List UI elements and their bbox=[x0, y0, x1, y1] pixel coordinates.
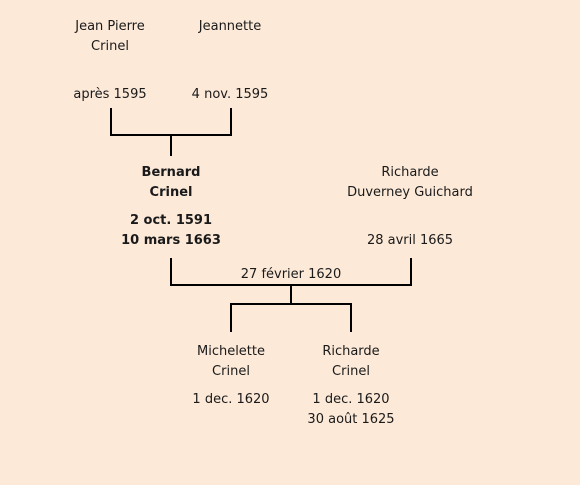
person-name: Richarde bbox=[322, 344, 380, 359]
person-birth: 2 oct. 1591 bbox=[129, 213, 213, 228]
person-date: après 1595 bbox=[73, 87, 147, 102]
person-spouse[interactable]: Richarde Duverney Guichard 28 avril 1665 bbox=[330, 163, 490, 251]
person-surname: Crinel bbox=[332, 364, 370, 379]
person-death: 30 août 1625 bbox=[307, 412, 395, 427]
person-name: Bernard bbox=[141, 165, 201, 180]
person-death: 10 mars 1663 bbox=[121, 233, 221, 248]
person-surname: Duverney Guichard bbox=[347, 185, 473, 200]
person-surname: Crinel bbox=[212, 364, 250, 379]
parents-connector bbox=[110, 108, 232, 136]
person-death: 28 avril 1665 bbox=[366, 233, 454, 248]
person-birth: 1 dec. 1620 bbox=[312, 392, 390, 407]
person-surname: Crinel bbox=[149, 185, 193, 200]
children-connector bbox=[230, 303, 352, 332]
person-child[interactable]: Michelette Crinel 1 dec. 1620 bbox=[171, 342, 291, 410]
person-name: Jeannette bbox=[198, 19, 262, 34]
person-subject[interactable]: Bernard Crinel 2 oct. 1591 10 mars 1663 bbox=[100, 163, 242, 251]
person-birth: 1 dec. 1620 bbox=[192, 392, 270, 407]
person-child[interactable]: Richarde Crinel 1 dec. 1620 30 août 1625 bbox=[291, 342, 411, 430]
person-name: Jean Pierre bbox=[75, 19, 145, 34]
person-mother[interactable]: Jeannette 4 nov. 1595 bbox=[170, 17, 290, 105]
person-name: Michelette bbox=[196, 344, 265, 359]
person-surname: Crinel bbox=[91, 39, 129, 54]
person-name: Richarde bbox=[381, 165, 439, 180]
person-father[interactable]: Jean Pierre Crinel après 1595 bbox=[50, 17, 170, 105]
marriage-date: 27 février 1620 bbox=[240, 267, 342, 282]
person-date: 4 nov. 1595 bbox=[191, 87, 269, 102]
